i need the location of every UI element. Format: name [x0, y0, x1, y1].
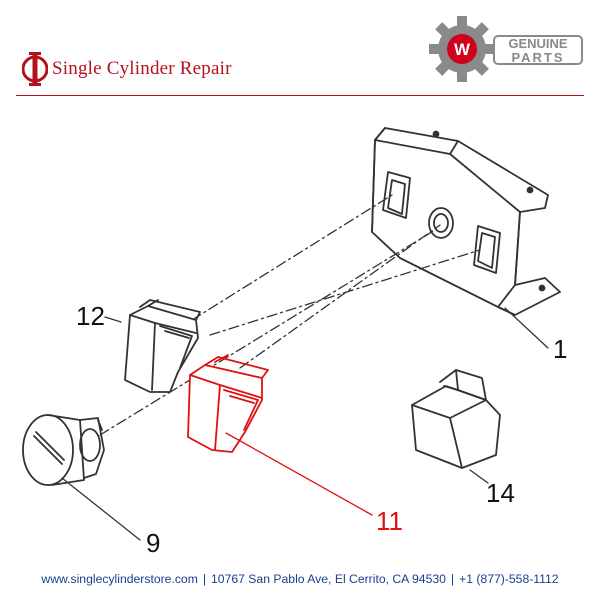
gear-icon: W: [429, 16, 495, 82]
callout-1: 1: [553, 334, 567, 364]
callout-9: 9: [146, 528, 160, 558]
address-text: 10767 San Pablo Ave, El Cerrito, CA 9453…: [211, 572, 446, 586]
part-9-knob[interactable]: [22, 414, 105, 486]
phone-link[interactable]: +1 (877)-558-1112: [459, 572, 559, 586]
footer-separator: |: [202, 572, 207, 586]
callout-12: 12: [76, 301, 105, 331]
genuine-parts-badge: W GENUINE PARTS: [429, 16, 583, 82]
badge-parts-text: PARTS: [511, 50, 564, 65]
part-14-button[interactable]: [411, 369, 501, 469]
website-link[interactable]: www.singlecylinderstore.com: [41, 572, 198, 586]
callout-14: 14: [486, 478, 515, 508]
part-12-switch[interactable]: [124, 299, 201, 393]
badge-letter: W: [454, 40, 471, 59]
brand[interactable]: Single Cylinder Repair: [22, 52, 232, 86]
badge-genuine-text: GENUINE: [508, 36, 568, 51]
single-cylinder-logo-icon: [22, 52, 48, 86]
contact-footer: www.singlecylinderstore.com | 10767 San Pa…: [0, 572, 600, 592]
footer-separator: |: [450, 572, 455, 586]
part-1-bracket[interactable]: [371, 127, 561, 316]
assembly-lines: [99, 194, 481, 436]
part-11-switch-highlighted[interactable]: [187, 354, 269, 453]
page-header: Single Cylinder Repair W GENUINE PARTS: [0, 0, 600, 100]
exploded-parts-diagram: 1 9 11 12 14: [22, 127, 567, 558]
header-divider: [16, 95, 584, 96]
brand-name: Single Cylinder Repair: [52, 58, 232, 79]
callout-11: 11: [376, 506, 403, 536]
leader-lines: [61, 307, 549, 541]
